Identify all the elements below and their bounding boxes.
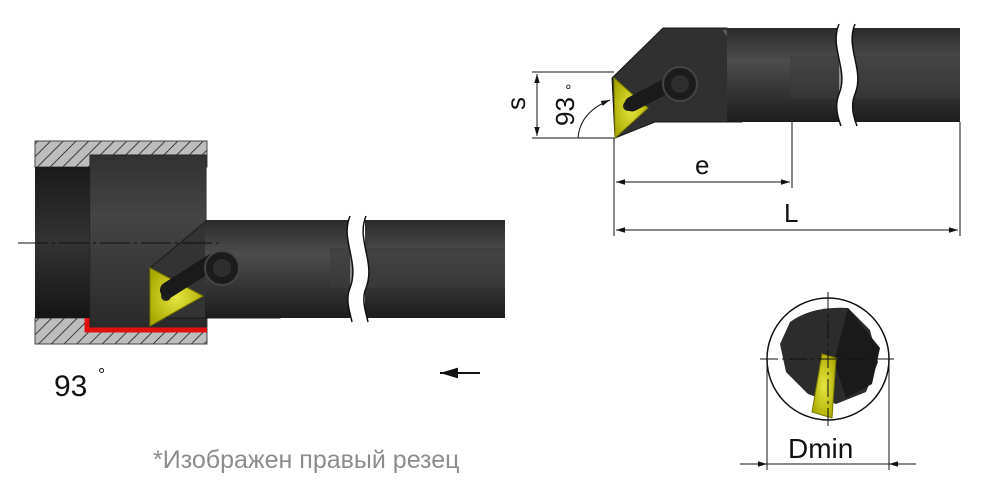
dim-L-label: L xyxy=(784,198,798,228)
svg-text:°: ° xyxy=(98,365,105,385)
dim-dmin-label: Dmin xyxy=(788,433,853,464)
angle-label-top: 93 xyxy=(550,97,580,126)
cut-surface xyxy=(84,318,207,333)
svg-text:°: ° xyxy=(564,84,581,90)
dim-e-label: e xyxy=(695,150,709,180)
angle-arc-top xyxy=(577,99,611,139)
dim-s-label: s xyxy=(501,97,531,110)
right-hand-tool-note: *Изображен правый резец xyxy=(153,446,460,474)
end-view: Dmin xyxy=(740,292,916,470)
boring-view: 93 ° xyxy=(18,140,505,403)
tool-side-view: s 93 ° e L xyxy=(501,23,961,236)
insert-end xyxy=(811,353,837,419)
angle-label-left: 93 xyxy=(54,370,87,403)
